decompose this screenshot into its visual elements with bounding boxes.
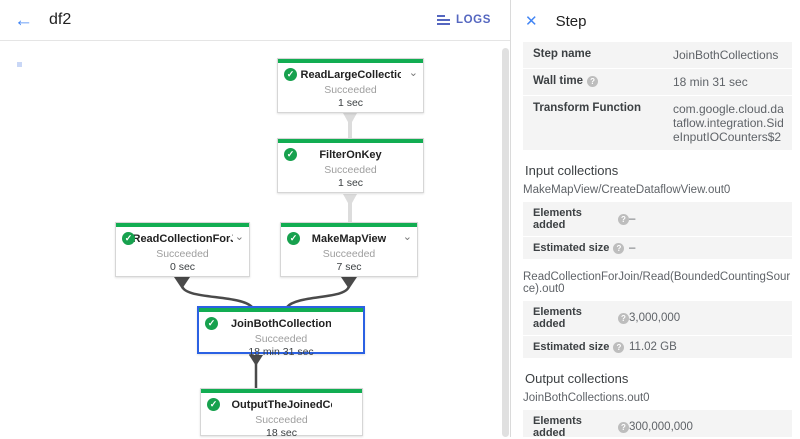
transform-function-label: Transform Function [533,102,641,114]
elements-added-row: Elements added ? 300,000,000 [523,410,792,437]
input-collection-block: ReadCollectionForJoin/Read(BoundedCounti… [523,271,792,358]
elements-added-label: Elements added [533,306,582,330]
transform-function-value: com.google.cloud.dataflow.integration.Si… [673,102,784,144]
node-name: ReadCollectionForJoin [132,233,233,245]
node-wall-time: 1 sec [337,97,364,109]
input-collection-block: MakeMapView/CreateDataflowView.out0 Elem… [523,184,792,259]
node-status: Succeeded [324,84,377,96]
node-status-bar [278,139,423,143]
estimated-size-label: Estimated size [533,242,610,254]
help-icon[interactable]: ? [618,312,629,324]
node-wall-time: 0 sec [169,261,196,273]
estimated-size-row: Estimated size ? – [523,237,792,259]
graph-node-makemapview[interactable]: ✓ MakeMapView ⌄ Succeeded 7 sec [280,222,418,277]
collection-name: JoinBothCollections.out0 [523,392,650,404]
logs-button-label: LOGS [456,14,491,26]
top-app-bar: ← df2 LOGS [0,0,511,41]
output-collections-heading: Output collections [525,371,629,386]
collection-name: ReadCollectionForJoin/Read(BoundedCounti… [523,271,791,295]
help-icon[interactable]: ? [613,242,625,254]
estimated-size-value: – [629,242,636,254]
step-name-value: JoinBothCollections [673,48,779,62]
job-title: df2 [49,11,72,28]
node-status: Succeeded [324,164,377,176]
graph-node-outputthejoinedcollection[interactable]: ✓ OutputTheJoinedCollec... Succeeded 18 … [200,388,363,439]
logs-list-icon [437,15,450,25]
output-collection-block: JoinBothCollections.out0 Elements added … [523,392,792,437]
elements-added-label: Elements added [533,415,582,437]
node-status: Succeeded [255,414,308,426]
node-status-bar [278,59,423,63]
node-status: Succeeded [322,248,376,260]
transform-function-row: Transform Function com.google.cloud.data… [523,96,792,150]
close-icon[interactable]: ✕ [525,13,538,30]
estimated-size-value: 11.02 GB [629,341,677,353]
success-check-icon: ✓ [207,398,220,411]
minimap-marker [17,62,22,67]
node-name: MakeMapView [311,233,387,245]
vertical-scrollbar-thumb[interactable] [502,48,509,437]
chevron-down-icon[interactable]: ⌄ [408,67,418,79]
wall-time-row: Wall time ? 18 min 31 sec [523,69,792,95]
node-name: ReadLargeCollectionFr... [300,69,401,81]
graph-node-readcollectionforjoin[interactable]: ✓ ReadCollectionForJoin ⌄ Succeeded 0 se… [115,222,250,277]
step-details-panel: ✕ Step Step name JoinBothCollections Wal… [510,0,800,437]
elements-added-value: – [629,213,636,225]
chevron-down-icon[interactable]: ⌄ [234,231,244,243]
chevron-down-icon[interactable]: ⌄ [402,231,412,243]
pipeline-graph-canvas[interactable]: ✓ ReadLargeCollectionFr... ⌄ Succeeded 1… [0,41,510,439]
help-icon[interactable]: ? [618,421,629,433]
wall-time-value: 18 min 31 sec [673,75,748,89]
success-check-icon: ✓ [287,232,300,245]
success-check-icon: ✓ [205,317,218,330]
success-check-icon: ✓ [284,148,297,161]
node-status: Succeeded [156,248,209,260]
collection-name: MakeMapView/CreateDataflowView.out0 [523,184,731,196]
step-name-row: Step name JoinBothCollections [523,42,792,68]
node-wall-time: 18 min 31 sec [248,346,314,358]
elements-added-label: Elements added [533,207,582,231]
node-status-bar [201,389,362,393]
help-icon[interactable]: ? [587,75,599,87]
elements-added-value: 300,000,000 [629,421,693,433]
help-icon[interactable]: ? [613,341,625,353]
success-check-icon: ✓ [284,68,297,81]
panel-title: Step [555,12,587,30]
node-name: JoinBothCollections [231,318,331,330]
success-check-icon: ✓ [122,232,135,245]
node-wall-time: 18 sec [266,427,297,439]
wall-time-label: Wall time [533,75,584,87]
graph-node-readlargecollection[interactable]: ✓ ReadLargeCollectionFr... ⌄ Succeeded 1… [277,58,424,113]
panel-header: ✕ Step [511,0,800,42]
logs-button[interactable]: LOGS [437,14,491,26]
elements-added-row: Elements added ? – [523,202,792,236]
node-name: FilterOnKey [319,149,382,161]
node-status-bar [199,308,363,312]
node-status-bar [116,223,249,227]
estimated-size-row: Estimated size ? 11.02 GB [523,336,792,358]
graph-edges [174,113,357,389]
graph-node-filteronkey[interactable]: ✓ FilterOnKey Succeeded 1 sec [277,138,424,193]
elements-added-value: 3,000,000 [629,312,681,324]
step-name-label: Step name [533,48,592,60]
node-wall-time: 7 sec [336,261,362,273]
elements-added-row: Elements added ? 3,000,000 [523,301,792,335]
graph-node-joinbothcollections[interactable]: ✓ JoinBothCollections Succeeded 18 min 3… [197,306,365,358]
input-collections-heading: Input collections [525,163,619,178]
estimated-size-label: Estimated size [533,341,610,353]
node-wall-time: 1 sec [337,177,364,189]
back-arrow-icon[interactable]: ← [14,9,33,31]
node-status: Succeeded [254,333,308,345]
node-name: OutputTheJoinedCollec... [231,399,332,411]
node-status-bar [281,223,417,227]
help-icon[interactable]: ? [618,213,629,225]
